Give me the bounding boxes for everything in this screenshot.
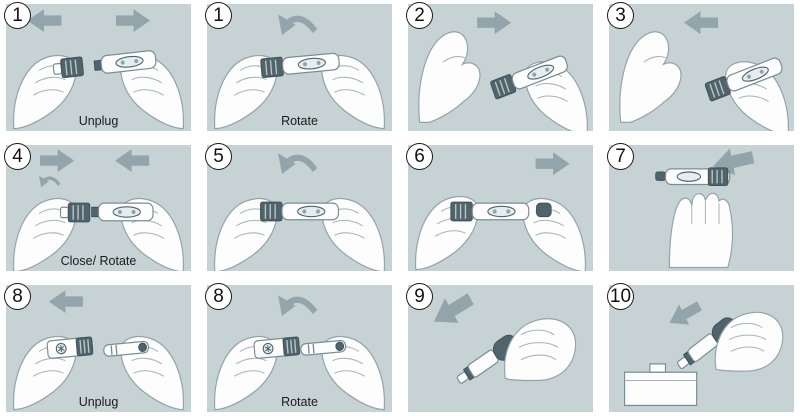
arrow-down-left-icon <box>664 296 705 334</box>
arrow-left-icon <box>683 11 719 35</box>
step-illustration <box>619 11 789 131</box>
arrow-right-icon <box>535 151 570 175</box>
right-hand <box>522 197 587 272</box>
step-label: Rotate <box>281 394 318 409</box>
step-panel-4: 3 <box>607 2 794 131</box>
step-illustration <box>213 285 386 411</box>
arrow-right-icon <box>40 148 75 172</box>
step-panel-10: 8 Rotate <box>205 283 392 412</box>
step-number-badge: 3 <box>607 2 634 29</box>
step-number-badge: 1 <box>4 2 31 29</box>
step-number-badge: 6 <box>406 142 433 170</box>
step-illustration <box>414 151 587 272</box>
rotate-arrow-icon <box>37 173 62 189</box>
step-illustration <box>12 9 185 130</box>
step-number-badge: 5 <box>205 142 232 170</box>
step-panel-12: 10 <box>607 283 794 412</box>
step-number-badge: 8 <box>4 283 31 311</box>
step-number-badge: 10 <box>607 283 634 311</box>
step-label: Rotate <box>281 113 318 128</box>
step-panel-3: 2 <box>406 2 593 131</box>
device-body <box>91 202 154 222</box>
step-number-badge: 4 <box>4 142 31 170</box>
step-illustration <box>213 145 386 272</box>
device-body <box>450 201 530 222</box>
step-panel-11: 9 <box>406 283 593 412</box>
step-panel-6: 5 <box>205 142 392 272</box>
step-illustration <box>213 4 386 130</box>
step-number-badge: 7 <box>607 142 634 170</box>
arrow-left-icon <box>115 148 150 172</box>
step-panel-9: 8 Unplug <box>4 283 191 412</box>
step-number-badge: 8 <box>205 283 232 311</box>
step-illustration <box>418 11 588 131</box>
arrow-left-icon <box>27 9 62 33</box>
holding-hand <box>668 192 734 268</box>
arrow-right-icon <box>477 11 512 35</box>
rotate-arrow-icon <box>278 153 315 174</box>
step-number-badge: 9 <box>406 283 433 311</box>
device-joined <box>259 201 340 222</box>
step-label: Unplug <box>78 394 119 409</box>
rotate-arrow-icon <box>278 296 315 317</box>
step-illustration <box>12 290 185 411</box>
left-hand <box>418 31 481 123</box>
step-illustration <box>655 144 756 268</box>
disposal-box <box>623 363 698 407</box>
step-label: Unplug <box>78 113 119 128</box>
arrow-down-left-icon <box>427 286 478 335</box>
step-panel-7: 6 <box>406 142 593 272</box>
step-panel-1: 1 Unplug <box>4 2 191 131</box>
device-body <box>253 336 301 360</box>
step-number-badge: 1 <box>205 2 232 29</box>
step-panel-2: 1 Rotate <box>205 2 392 131</box>
step-illustration <box>623 296 784 407</box>
step-illustration <box>427 286 577 391</box>
left-hand <box>619 31 682 123</box>
needle-cap <box>536 202 552 217</box>
arrow-right-icon <box>116 9 151 33</box>
device-body <box>46 336 94 360</box>
step-illustration <box>12 148 185 272</box>
arrow-left-icon <box>48 290 83 314</box>
holding-hand <box>504 318 577 382</box>
step-label: Close/ Rotate <box>60 254 137 269</box>
device <box>655 166 731 186</box>
rotate-arrow-icon <box>278 14 315 35</box>
step-panel-8: 7 <box>607 142 794 272</box>
step-number-badge: 2 <box>406 2 433 29</box>
step-panel-5: 4 Close/ Rotate <box>4 142 191 272</box>
